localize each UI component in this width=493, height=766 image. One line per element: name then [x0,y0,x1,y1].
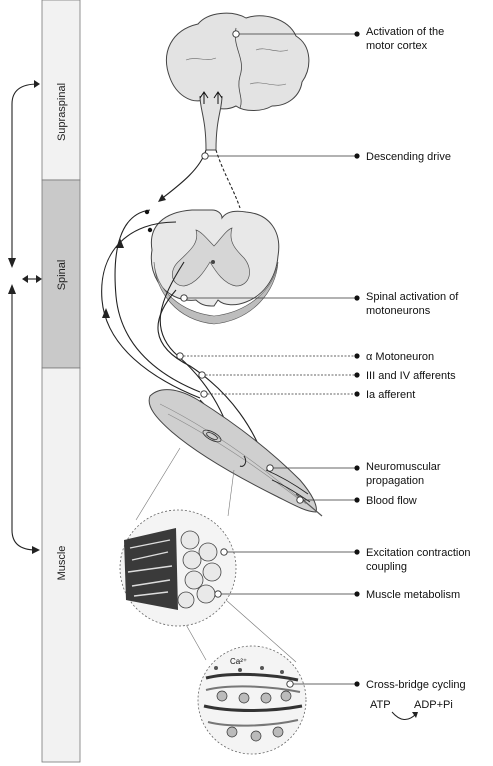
brain-hemisphere [166,13,308,110]
label-adp-pi: ADP+Pi [414,699,453,711]
label-crossbridge-cycling: Cross-bridge cycling [366,679,466,691]
label-iii-iv-afferents: III and IV afferents [366,370,456,382]
label-muscle-metabolism: Muscle metabolism [366,589,460,601]
label-neuromuscular-line2: propagation [366,475,424,487]
label-alpha-motoneuron: α Motoneuron [366,351,434,363]
atp-to-adp-arrow [392,712,416,720]
fiber-bundle-zoom [120,510,236,626]
label-ecc-line1: Excitation contraction [366,547,471,559]
brainstem [200,96,222,150]
callout-labels: Activation of the motor cortex Descendin… [366,26,471,720]
label-motor-cortex-line1: Activation of the [366,26,444,38]
crossbridge-zoom: Ca²⁺ [198,646,306,754]
feedback-bracket [8,80,42,554]
label-blood-flow: Blood flow [366,495,417,507]
label-descending-drive: Descending drive [366,151,451,163]
level-label-supraspinal: Supraspinal [56,83,68,141]
spinal-cord-section [151,210,279,324]
level-label-spinal: Spinal [56,260,68,291]
label-ia-afferent: Ia afferent [366,389,415,401]
label-atp: ATP [370,699,391,711]
calcium-label: Ca²⁺ [230,657,247,666]
label-spinal-activation-line2: motoneurons [366,305,431,317]
label-motor-cortex-line2: motor cortex [366,40,428,52]
label-spinal-activation-line1: Spinal activation of [366,291,459,303]
label-neuromuscular-line1: Neuromuscular [366,461,441,473]
label-ecc-line2: coupling [366,561,407,573]
muscle-illustration [149,390,322,516]
level-bar: Supraspinal Spinal Muscle [42,0,80,762]
level-label-muscle: Muscle [56,546,68,581]
